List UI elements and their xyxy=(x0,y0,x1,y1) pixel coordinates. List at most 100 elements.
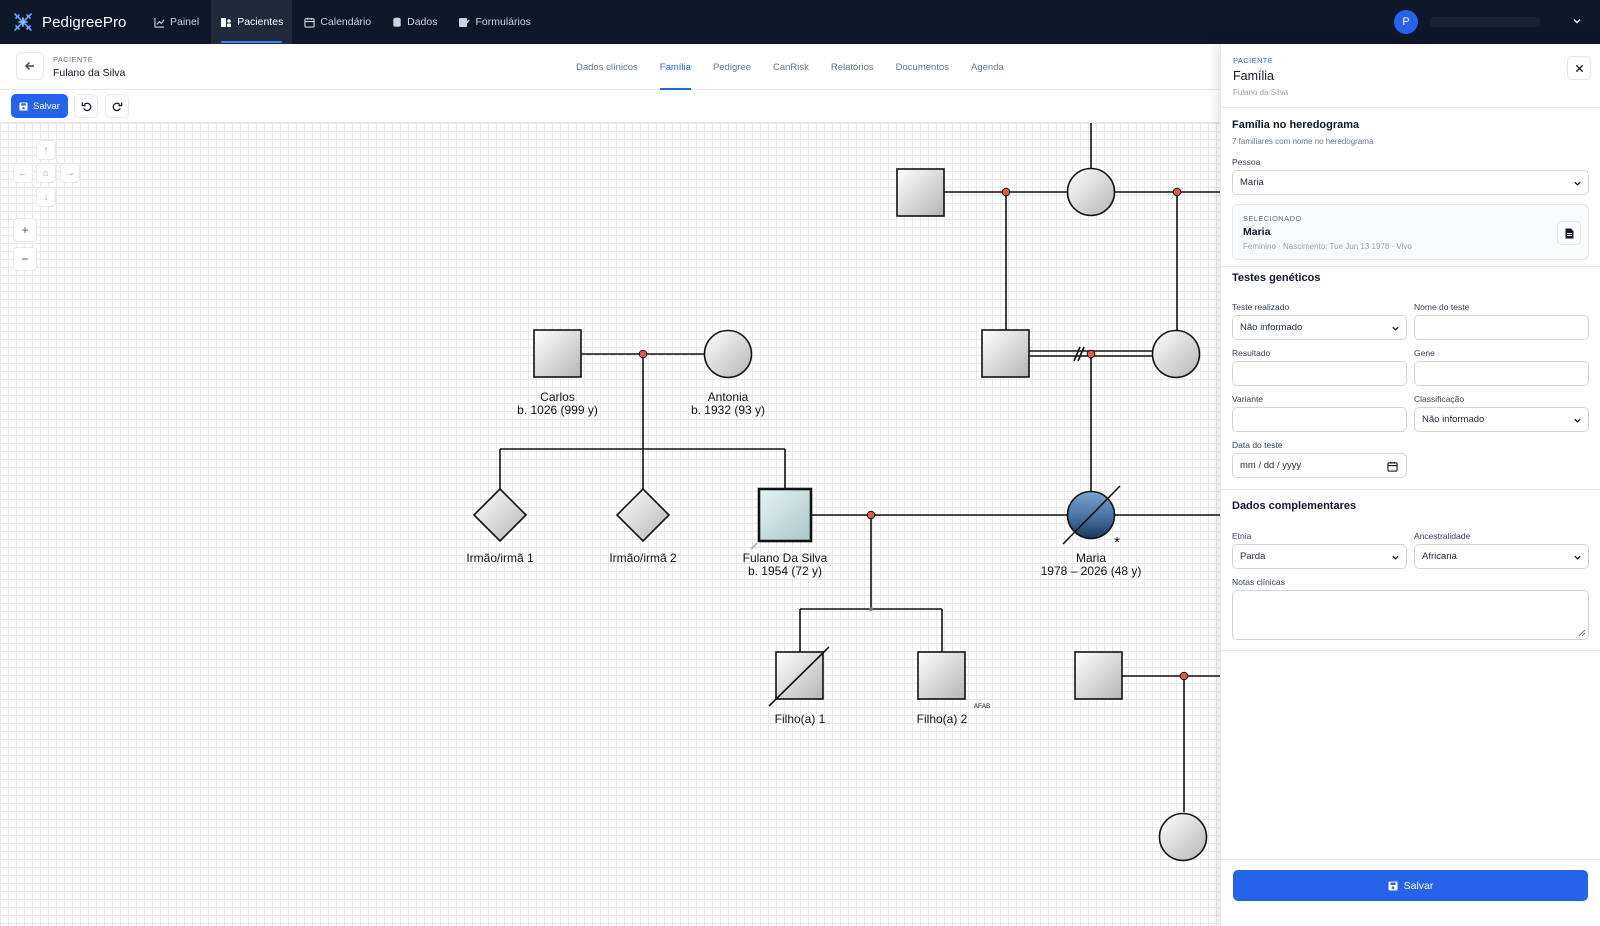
nav-item-dados[interactable]: Dados xyxy=(383,0,446,44)
panel-eyebrow: PACIENTE xyxy=(1233,56,1274,65)
test-done-label: Teste realizado xyxy=(1232,302,1290,312)
label-carlos-info: b. 1026 (999 y) xyxy=(517,403,598,417)
user-menu[interactable]: P xyxy=(1394,10,1540,34)
zoom-in-button[interactable]: + xyxy=(13,218,37,242)
nav-item-label: Painel xyxy=(170,16,200,28)
ancestry-select[interactable]: Africana xyxy=(1414,544,1589,569)
tab-canrisk[interactable]: CanRisk xyxy=(772,61,809,73)
individual-antonia[interactable] xyxy=(703,329,753,379)
individual-grandmother[interactable] xyxy=(1066,167,1116,217)
save-button[interactable]: Salvar xyxy=(11,94,68,118)
pan-down-button[interactable]: ↓ xyxy=(36,187,56,207)
person-select[interactable]: Maria xyxy=(1232,170,1589,195)
document-button[interactable] xyxy=(1557,221,1581,245)
individual-maria-father[interactable] xyxy=(981,329,1030,378)
test-done-select[interactable]: Não informado xyxy=(1232,315,1407,340)
label-sibling-2: Irmão/irmã 2 xyxy=(609,551,677,565)
ancestry-value: Africana xyxy=(1422,551,1457,562)
classification-label: Classificação xyxy=(1414,394,1465,404)
ethnicity-select[interactable]: Parda xyxy=(1232,544,1407,569)
gene-label: Gene xyxy=(1414,348,1435,358)
pedigree-canvas[interactable]: Carlos b. 1026 (999 y) Antonia b. 1932 (… xyxy=(0,123,1220,926)
nav-item-painel[interactable]: Painel xyxy=(145,0,208,44)
pan-home-button[interactable]: ⌂ xyxy=(36,163,56,183)
individual-proband[interactable] xyxy=(757,487,813,543)
tab-relatorios[interactable]: Relatórios xyxy=(830,61,874,73)
test-name-label: Nome do teste xyxy=(1414,302,1470,312)
chevron-down-icon xyxy=(1392,326,1399,331)
result-label: Resultado xyxy=(1232,348,1271,358)
individual-lower-female[interactable] xyxy=(1158,812,1208,862)
ancestry-label: Ancestralidade xyxy=(1414,531,1471,541)
chevron-down-icon[interactable] xyxy=(1572,16,1582,26)
brand[interactable]: PedigreePro xyxy=(0,0,145,44)
nav-item-pacientes[interactable]: Pacientes xyxy=(211,0,293,44)
label-child-2: Filho(a) 2 xyxy=(917,712,968,726)
individual-grandfather[interactable] xyxy=(896,168,945,217)
individual-carlos[interactable] xyxy=(533,329,582,378)
nav-item-label: Calendário xyxy=(320,16,372,28)
redo-button[interactable] xyxy=(105,94,129,118)
test-date-input[interactable]: mm / dd / yyyy xyxy=(1232,453,1407,478)
chevron-down-icon xyxy=(1392,555,1399,560)
tab-agenda[interactable]: Agenda xyxy=(971,61,1004,73)
user-name-redacted xyxy=(1430,17,1540,27)
tab-familia[interactable]: Família xyxy=(659,44,692,90)
dna-logo-icon xyxy=(14,13,32,31)
brand-name: PedigreePro xyxy=(42,13,127,31)
classification-select[interactable]: Não informado xyxy=(1414,407,1589,432)
nav-item-label: Formulários xyxy=(475,16,531,28)
person-label: Pessoa xyxy=(1232,157,1261,167)
union-nodes xyxy=(638,187,1189,681)
nav-item-calendario[interactable]: Calendário xyxy=(295,0,380,44)
main-nav: Painel Pacientes Calendário Dados Formul… xyxy=(145,0,543,44)
pan-up-button[interactable]: ↑ xyxy=(36,140,56,160)
tab-documentos[interactable]: Documentos xyxy=(895,61,949,73)
resize-handle-icon[interactable] xyxy=(1578,629,1586,637)
pan-right-button[interactable]: → xyxy=(60,163,80,183)
individual-sibling-2[interactable] xyxy=(615,487,671,543)
individual-maria-mother[interactable] xyxy=(1151,329,1201,379)
calendar-icon xyxy=(304,17,315,28)
deceased-slash-maria xyxy=(1062,485,1121,545)
label-antonia-name: Antonia xyxy=(708,390,749,404)
pedigree-diagram[interactable]: Carlos b. 1026 (999 y) Antonia b. 1932 (… xyxy=(0,123,1220,926)
union-node xyxy=(866,510,876,520)
union-node xyxy=(1179,671,1189,681)
undo-icon xyxy=(81,101,91,111)
selected-meta: Feminino · Nascimento: Tue Jun 13 1978 ·… xyxy=(1243,242,1412,251)
test-done-value: Não informado xyxy=(1240,322,1303,333)
gene-input[interactable] xyxy=(1414,361,1589,386)
save-icon xyxy=(19,101,28,111)
variant-input[interactable] xyxy=(1232,407,1407,432)
close-panel-button[interactable] xyxy=(1567,56,1591,80)
tab-dados-clinicos[interactable]: Dados clínicos xyxy=(576,61,638,73)
union-node xyxy=(1086,349,1096,359)
panel-subtitle: Fulano da Silva xyxy=(1233,88,1289,97)
individual-sibling-1[interactable] xyxy=(472,487,528,543)
union-node xyxy=(1001,187,1011,197)
zoom-out-button[interactable]: − xyxy=(13,247,37,271)
label-proband-name: Fulano Da Silva xyxy=(743,551,828,565)
result-input[interactable] xyxy=(1232,361,1407,386)
panel-save-button[interactable]: Salvar xyxy=(1233,870,1588,901)
nav-item-formularios[interactable]: Formulários xyxy=(449,0,539,44)
patient-tabs: Dados clínicos Família Pedigree CanRisk … xyxy=(576,44,1026,90)
calendar-icon[interactable] xyxy=(1387,461,1398,472)
chart-line-icon xyxy=(154,17,165,28)
test-name-input[interactable] xyxy=(1414,315,1589,340)
back-button[interactable] xyxy=(16,52,44,80)
ethnicity-value: Parda xyxy=(1240,551,1266,562)
individual-child-2[interactable] xyxy=(917,651,966,700)
ethnicity-label: Etnia xyxy=(1232,531,1252,541)
tab-pedigree[interactable]: Pedigree xyxy=(712,61,751,73)
save-button-label: Salvar xyxy=(33,100,60,112)
clinical-notes-textarea[interactable] xyxy=(1232,590,1589,640)
pan-left-button[interactable]: ← xyxy=(13,163,33,183)
proband-arrow-icon xyxy=(750,542,758,550)
patient-name: Fulano da Silva xyxy=(53,67,126,79)
undo-button[interactable] xyxy=(74,94,98,118)
individual-lower-male[interactable] xyxy=(1074,651,1123,700)
avatar[interactable]: P xyxy=(1394,10,1418,34)
label-sibling-1: Irmão/irmã 1 xyxy=(466,551,534,565)
